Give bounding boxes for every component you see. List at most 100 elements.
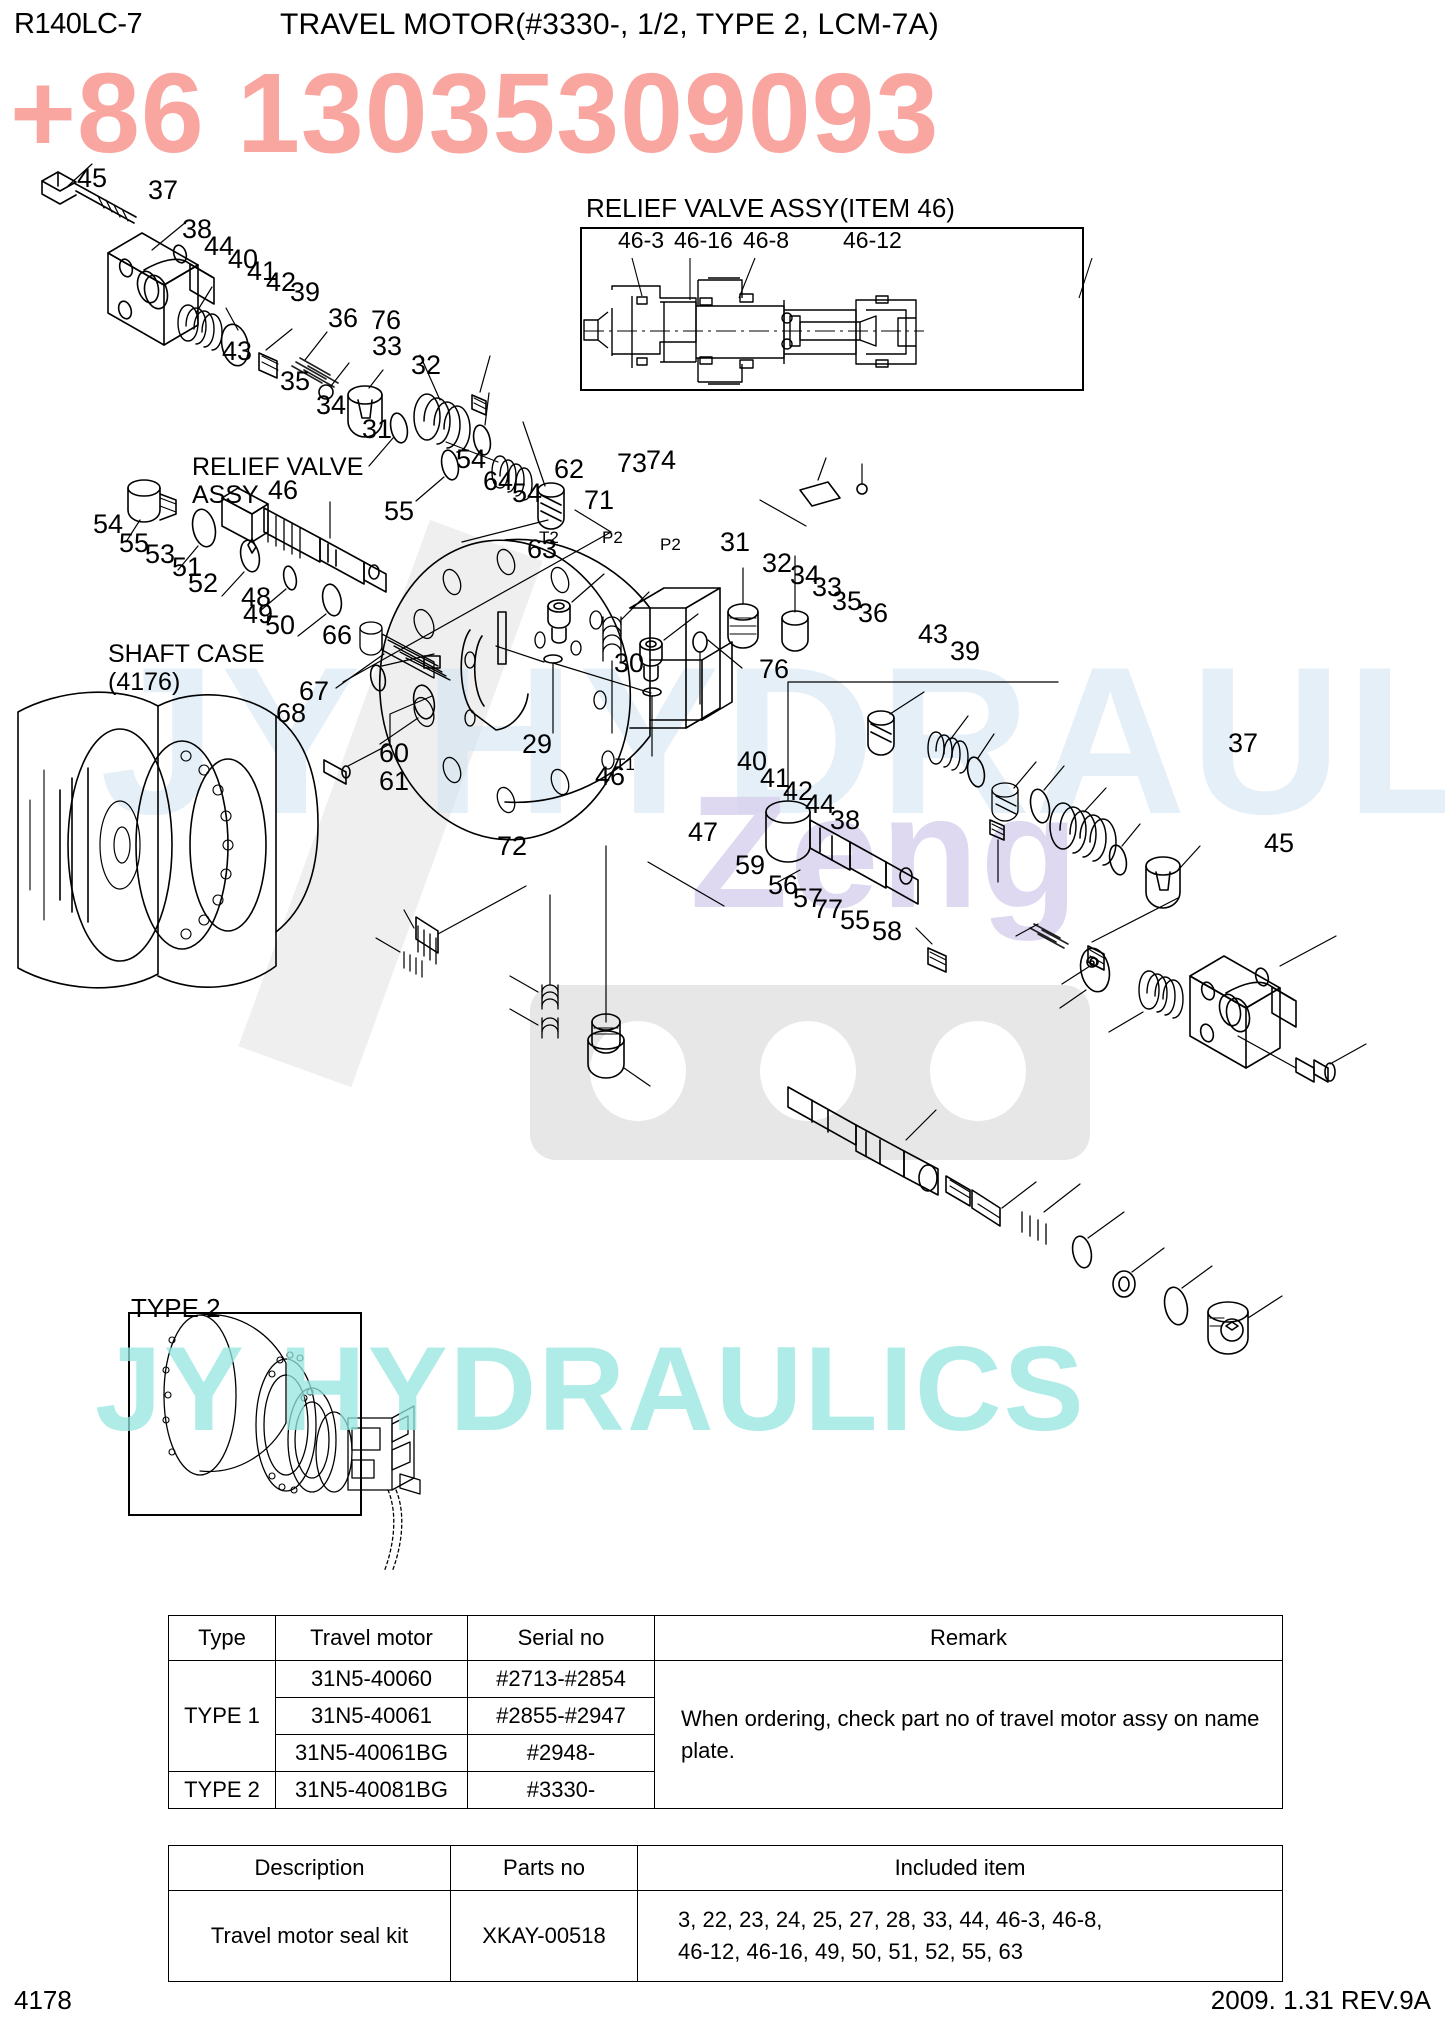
col-travel-motor: Travel motor [275,1615,468,1661]
callout-31-right: 31 [720,527,751,557]
col-type: Type [168,1615,276,1661]
callout-46-12: 46-12 [843,227,902,253]
callout-38-right: 38 [830,805,861,835]
callout-46-right: 46 [595,761,626,791]
revision-date: 2009. 1.31 REV.9A [1210,1985,1431,2015]
cell-kit-description: Travel motor seal kit [168,1890,451,1982]
callout-72: 72 [497,831,528,861]
callout-45-right: 45 [1264,828,1295,858]
callout-77: 77 [813,894,844,924]
callout-32-right: 32 [762,548,793,578]
callout-46-3: 46-3 [618,227,665,253]
cell-remark: When ordering, check part no of travel m… [654,1660,1283,1809]
callout-43: 43 [222,336,253,366]
relief-valve-inset-box [580,227,1084,391]
cell-serial-0: #2713-#2854 [467,1660,655,1698]
callout-54-center-a: 54 [456,444,487,474]
callout-55-center: 55 [384,496,415,526]
cell-type-1: TYPE 1 [168,1660,276,1772]
callout-44: 44 [204,231,235,261]
page-title: TRAVEL MOTOR(#3330-, 1/2, TYPE 2, LCM-7A… [280,8,939,41]
table-header-row: Description Parts no Included item [168,1845,1283,1891]
cell-motor-3: 31N5-40081BG [275,1771,468,1809]
callout-46-left: 46 [268,475,299,505]
col-parts-no: Parts no [450,1845,638,1891]
model-code: R140LC-7 [14,8,143,40]
callout-40: 40 [228,244,259,274]
callout-39-right: 39 [950,636,981,666]
kit-items-line-2: 46-12, 46-16, 49, 50, 51, 52, 55, 63 [678,1939,1023,1964]
callout-50: 50 [265,610,296,640]
cell-kit-parts-no: XKAY-00518 [450,1890,638,1982]
table-header-row: Type Travel motor Serial no Remark [168,1615,1283,1661]
callout-32: 32 [411,350,442,380]
col-description: Description [168,1845,451,1891]
callout-36: 36 [328,303,359,333]
callout-41-right: 41 [760,763,791,793]
callout-29: 29 [522,729,553,759]
callout-36-right: 36 [858,598,889,628]
callout-60: 60 [379,738,410,768]
cell-motor-0: 31N5-40060 [275,1660,468,1698]
callout-67: 67 [299,676,330,706]
callout-68: 68 [276,698,307,728]
callout-61: 61 [379,766,410,796]
table-row: TYPE 1 31N5-40060 #2713-#2854 When order… [168,1660,1283,1809]
col-included-item: Included item [637,1845,1283,1891]
callout-39: 39 [290,277,321,307]
callout-73: 73 [617,448,648,478]
callout-37-right: 37 [1228,728,1259,758]
cell-kit-items: 3, 22, 23, 24, 25, 27, 28, 33, 44, 46-3,… [637,1890,1283,1982]
type2-inset-title: TYPE 2 [131,1293,221,1323]
table-row: Travel motor seal kit XKAY-00518 3, 22, … [168,1890,1283,1982]
kit-items-line-1: 3, 22, 23, 24, 25, 27, 28, 33, 44, 46-3,… [678,1907,1103,1933]
watermark-blob [530,985,1090,1160]
col-serial-no: Serial no [467,1615,655,1661]
watermark-phone: +86 13035309093 [10,50,940,176]
relief-valve-inset-title: RELIEF VALVE ASSY(ITEM 46) [586,193,955,223]
callout-54-left: 54 [93,509,124,539]
callout-46-16: 46-16 [674,227,733,253]
seal-kit-table: Description Parts no Included item Trave… [168,1845,1283,1982]
callout-52: 52 [188,568,219,598]
callout-40-right: 40 [737,746,768,776]
travel-motor-table: Type Travel motor Serial no Remark TYPE … [168,1615,1283,1809]
table-row: TYPE 2 31N5-40081BG #3330- [168,1771,1283,1809]
callout-41: 41 [247,256,278,286]
callout-71: 71 [584,485,615,515]
callout-74: 74 [646,445,677,475]
cell-type-2: TYPE 2 [168,1771,276,1809]
cell-serial-3: #3330- [467,1771,655,1809]
page-number: 4178 [14,1985,72,2015]
callout-54-center-b: 54 [512,478,543,508]
col-remark: Remark [654,1615,1283,1661]
callout-30: 30 [614,648,645,678]
cell-motor-2: 31N5-40061BG [275,1734,468,1772]
cell-serial-1: #2855-#2947 [467,1697,655,1735]
callout-59: 59 [735,850,766,880]
callout-43-right: 43 [918,619,949,649]
callout-42: 42 [266,267,297,297]
cell-serial-2: #2948- [467,1734,655,1772]
callout-76-right: 76 [759,654,790,684]
callout-62: 62 [554,454,585,484]
type2-inset-box [128,1312,362,1516]
shaft-case-label: SHAFT CASE(4176) [108,640,265,696]
callout-34: 34 [316,390,347,420]
table-row: 31N5-40061BG #2948- [169,1734,1283,1772]
callout-57: 57 [793,883,824,913]
callout-63: 63 [527,534,558,564]
cell-motor-1: 31N5-40061 [275,1697,468,1735]
callout-37: 37 [148,175,179,205]
callout-35-right: 35 [832,586,863,616]
callout-46-8: 46-8 [743,227,790,253]
callout-45: 45 [77,163,108,193]
callout-64: 64 [483,466,514,496]
callout-58: 58 [872,916,903,946]
callout-33: 33 [372,331,403,361]
callout-47: 47 [688,817,719,847]
callout-33-right: 33 [812,572,843,602]
callout-35: 35 [280,366,311,396]
port-label-p2-a: P2 [602,528,623,547]
